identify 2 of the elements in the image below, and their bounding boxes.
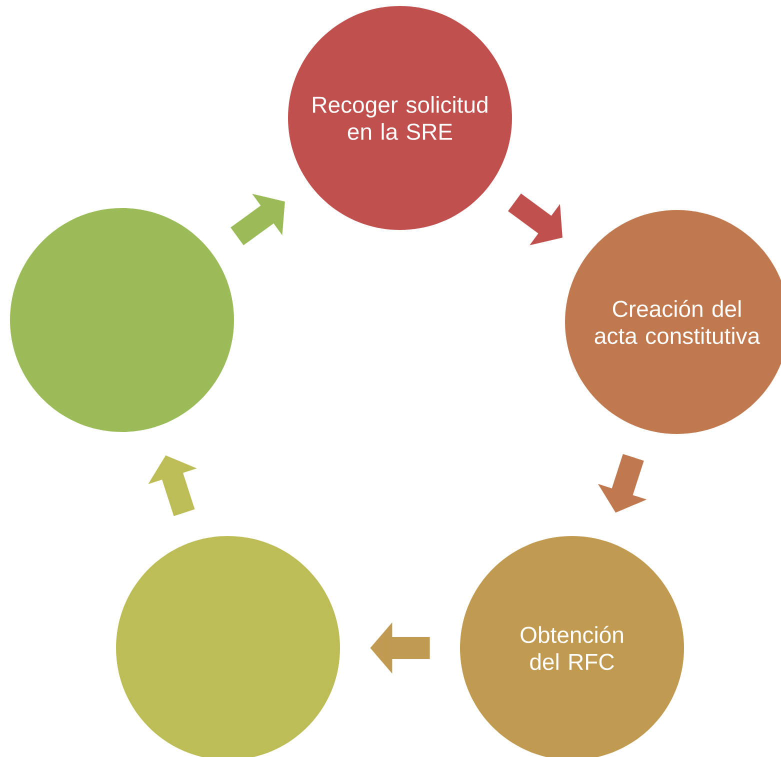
step-circle [10, 208, 234, 432]
arrow [230, 194, 285, 246]
